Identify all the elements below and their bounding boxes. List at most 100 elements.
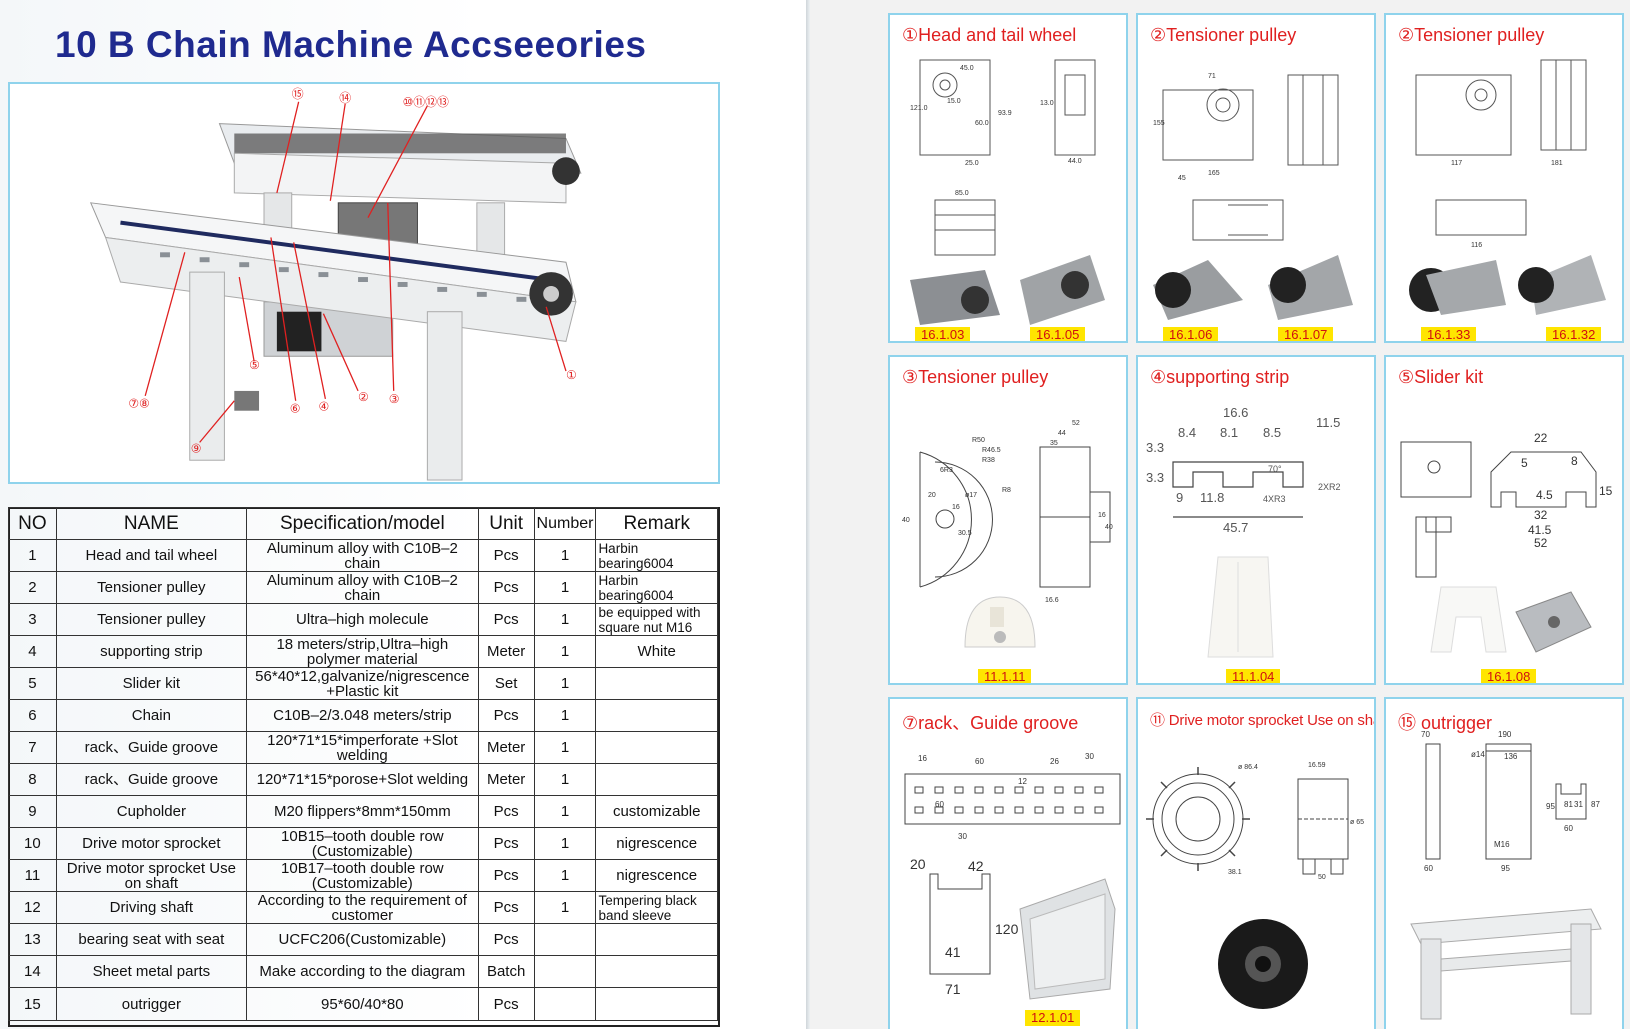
svg-text:16.59: 16.59 (1308, 762, 1326, 769)
svg-text:4.5: 4.5 (1536, 488, 1553, 502)
part-code: 16.1.07 (1278, 327, 1334, 341)
part-code: 16.1.05 (1030, 327, 1086, 341)
svg-text:16: 16 (918, 754, 927, 763)
machine-photo: ⑮ ⑭ ⑩⑪⑫⑬ ① ② ③ ④ ⑤ ⑥ ⑦⑧ ⑨ (8, 82, 720, 484)
svg-text:3.3: 3.3 (1146, 440, 1164, 455)
panel-tensioner-pulley-1: 71 155 165 45 ②Tensioner pulley 16.1.06 … (1136, 13, 1376, 343)
conveyor-illustration: ⑮ ⑭ ⑩⑪⑫⑬ ① ② ③ ④ ⑤ ⑥ ⑦⑧ ⑨ (89, 87, 582, 481)
svg-text:9: 9 (1176, 490, 1183, 505)
callout-5: ⑤ (249, 358, 260, 372)
panel-title: ①Head and tail wheel (902, 25, 1077, 45)
svg-text:95: 95 (1546, 802, 1555, 811)
svg-text:50: 50 (1318, 874, 1326, 881)
right-page: 45.0 15.0 121.0 60.0 93.9 25.0 13.0 44.0… (810, 0, 1630, 1029)
svg-text:70: 70 (1421, 730, 1430, 739)
svg-text:15: 15 (1599, 484, 1613, 498)
svg-text:71: 71 (945, 981, 961, 997)
col-number: Number (533, 507, 597, 540)
panel-title: ⑮ outrigger (1398, 713, 1493, 733)
svg-text:41: 41 (945, 944, 961, 960)
svg-text:60.0: 60.0 (975, 120, 989, 127)
svg-text:R50: R50 (972, 437, 985, 444)
callout-14: ⑭ (339, 91, 351, 105)
panel-title: ④supporting strip (1150, 367, 1290, 387)
panel-title: ③Tensioner pulley (902, 367, 1049, 387)
svg-text:16: 16 (1098, 512, 1106, 519)
svg-text:ø14: ø14 (1471, 750, 1485, 759)
svg-text:40: 40 (1105, 524, 1113, 531)
svg-text:40: 40 (902, 517, 910, 524)
panel-tensioner-pulley-2: 117 181 116 ②Tensioner pulley 16.1.33 16… (1384, 13, 1624, 343)
svg-text:85.0: 85.0 (955, 190, 969, 197)
svg-text:52: 52 (1072, 420, 1080, 427)
svg-text:15.0: 15.0 (947, 98, 961, 105)
svg-text:20: 20 (928, 492, 936, 499)
panel-rack-guide-groove: 16 60 26 30 12 60 30 20 42 120 41 71 ⑦ra… (888, 697, 1128, 1029)
svg-text:30: 30 (958, 832, 967, 841)
svg-text:44: 44 (1058, 430, 1066, 437)
callout-1: ① (566, 368, 577, 382)
spec-table: NO NAME Specification/model Unit Number … (8, 507, 718, 1021)
callout-3: ③ (389, 392, 400, 406)
slider-kit-drawing: 22 5 8 4.5 15 32 41.5 52 (1400, 431, 1613, 653)
panel-title: ⑤Slider kit (1398, 367, 1484, 387)
svg-text:M16: M16 (1494, 840, 1510, 849)
callout-10-13: ⑩⑪⑫⑬ (403, 95, 449, 109)
svg-text:R38: R38 (982, 457, 995, 464)
svg-text:81: 81 (1564, 800, 1573, 809)
svg-text:95: 95 (1501, 864, 1510, 873)
svg-text:181: 181 (1551, 160, 1563, 167)
svg-text:60: 60 (935, 800, 944, 809)
part-code: 16.1.32 (1546, 327, 1602, 341)
svg-text:25.0: 25.0 (965, 160, 979, 167)
svg-text:41.5: 41.5 (1528, 523, 1552, 537)
part-code: 11.1.11 (978, 669, 1032, 683)
drive-sprocket-drawing: ø 86.4 16.59 ø 65 38.1 50 (1146, 762, 1364, 1009)
svg-text:16: 16 (952, 504, 960, 511)
outrigger-drawing: 70 190 ø14 136 95 81 31 87 60 M16 60 95 (1410, 730, 1602, 1020)
panel-outrigger: 70 190 ø14 136 95 81 31 87 60 M16 60 95 … (1384, 697, 1624, 1029)
svg-text:2XR2: 2XR2 (1318, 482, 1341, 492)
tensioner-pulley-drawing: 71 155 165 45 (1153, 73, 1353, 320)
page-spine (806, 0, 810, 1029)
part-code: 12.1.01 (1025, 1010, 1081, 1026)
svg-text:155: 155 (1153, 120, 1165, 127)
table-header-row: NO NAME Specification/model Unit Number … (8, 507, 718, 540)
svg-text:121.0: 121.0 (910, 105, 928, 112)
svg-text:136: 136 (1504, 752, 1518, 761)
panel-drive-sprocket: ø 86.4 16.59 ø 65 38.1 50 ⑪ Drive motor … (1136, 697, 1376, 1029)
col-spec: Specification/model (245, 507, 479, 540)
svg-text:190: 190 (1498, 730, 1512, 739)
panel-tensioner-pulley-3: R50 R46.5 R38 6R3 R8 20 ø17 16 30.5 40 5… (888, 355, 1128, 685)
svg-text:20: 20 (910, 856, 926, 872)
col-unit: Unit (477, 507, 535, 540)
svg-text:30: 30 (1085, 752, 1094, 761)
part-code: 16.1.06 (1163, 327, 1219, 341)
col-no: NO (8, 507, 57, 540)
svg-text:R8: R8 (1002, 487, 1011, 494)
panel-title: ②Tensioner pulley (1150, 25, 1297, 45)
callout-6: ⑥ (290, 402, 301, 416)
callout-9: ⑨ (191, 441, 202, 455)
svg-text:22: 22 (1534, 431, 1548, 445)
svg-text:3.3: 3.3 (1146, 470, 1164, 485)
uhmw-pulley-drawing: R50 R46.5 R38 6R3 R8 20 ø17 16 30.5 40 5… (902, 420, 1113, 648)
head-tail-wheel-drawing: 45.0 15.0 121.0 60.0 93.9 25.0 13.0 44.0… (910, 59, 1105, 325)
svg-text:R46.5: R46.5 (982, 447, 1001, 454)
svg-text:ø 65: ø 65 (1350, 819, 1364, 826)
svg-text:45.7: 45.7 (1223, 520, 1248, 535)
